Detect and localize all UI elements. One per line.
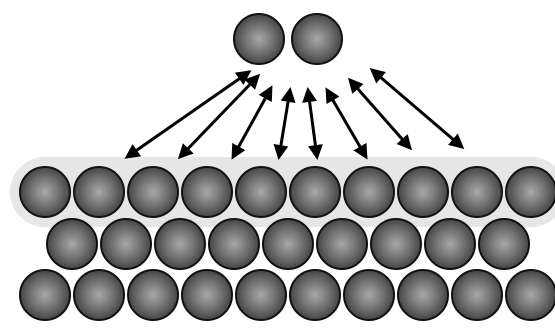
surface-atom	[236, 167, 286, 217]
surface-atom	[479, 219, 529, 269]
interaction-arrow	[233, 88, 271, 157]
surface-atom	[398, 167, 448, 217]
surface-atom	[290, 167, 340, 217]
surface-atom	[74, 270, 124, 320]
surface-atom	[452, 270, 502, 320]
surface-atom	[425, 219, 475, 269]
adsorbate-molecule	[234, 14, 342, 64]
molecule-atom	[292, 14, 342, 64]
interaction-arrow	[372, 70, 462, 147]
interaction-arrow	[127, 72, 249, 157]
interaction-arrow	[308, 90, 317, 157]
interaction-arrow	[327, 90, 366, 157]
surface-atom	[263, 219, 313, 269]
surface-atom	[209, 219, 259, 269]
surface-atom	[236, 270, 286, 320]
surface-atom	[101, 219, 151, 269]
surface-atom	[182, 167, 232, 217]
surface-atom	[398, 270, 448, 320]
surface-atom	[182, 270, 232, 320]
surface-atom	[452, 167, 502, 217]
surface-atom	[47, 219, 97, 269]
molecule-atom	[234, 14, 284, 64]
interaction-arrow	[279, 90, 290, 157]
surface-atom	[344, 270, 394, 320]
surface-atom	[506, 167, 555, 217]
surface-atom	[290, 270, 340, 320]
surface-atom	[128, 270, 178, 320]
surface-atom	[20, 270, 70, 320]
surface-atom	[74, 167, 124, 217]
surface-atom	[371, 219, 421, 269]
surface-atom	[128, 167, 178, 217]
surface-atom	[20, 167, 70, 217]
interaction-arrows	[127, 70, 462, 157]
surface-atom	[155, 219, 205, 269]
surface-atom	[506, 270, 555, 320]
surface-atom	[344, 167, 394, 217]
surface-atom	[317, 219, 367, 269]
interaction-arrow	[180, 76, 258, 157]
interaction-arrow	[350, 80, 410, 148]
